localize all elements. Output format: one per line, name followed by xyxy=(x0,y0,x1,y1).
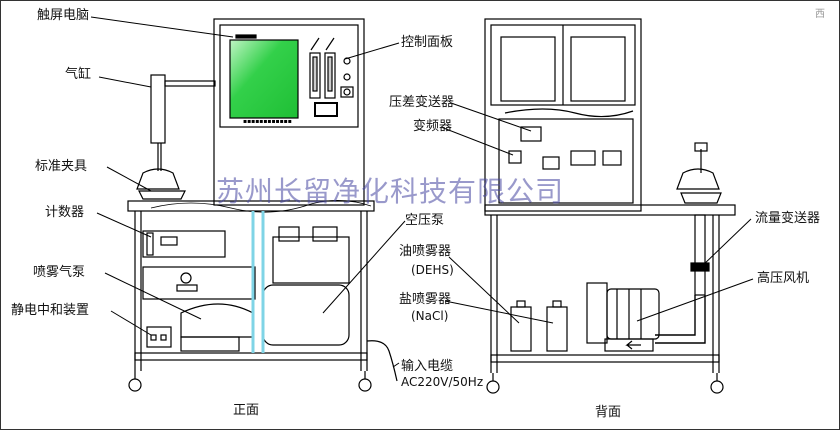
high-pressure-fan-shape xyxy=(586,282,660,352)
cylinder-body xyxy=(150,74,166,144)
label-power-spec: AC220V/50Hz xyxy=(401,375,484,389)
flow-pipe xyxy=(694,214,706,296)
label-standard-fixture: 标准夹具 xyxy=(35,159,88,174)
touchscreen-display xyxy=(229,39,299,119)
label-cylinder: 气缸 xyxy=(65,67,92,82)
label-oil-sprayer-sub: (DEHS) xyxy=(411,263,454,277)
label-power-cable: 输入电缆 xyxy=(401,359,454,374)
oil-sprayer-box xyxy=(510,306,532,352)
svg-text:▪▪▪▪▪▪▪▪▪▪▪▪: ▪▪▪▪▪▪▪▪▪▪▪▪ xyxy=(243,118,292,125)
label-salt-sprayer: 盐喷雾器 xyxy=(399,292,452,307)
label-air-compressor: 空压泵 xyxy=(405,213,445,228)
view-label-back: 背面 xyxy=(595,405,622,420)
control-panel-instruments xyxy=(309,37,354,117)
front-table-top xyxy=(127,200,375,212)
label-static-neutralizer: 静电中和装置 xyxy=(11,303,90,318)
company-watermark: 苏州长留净化科技有限公司 xyxy=(216,175,565,208)
label-diff-pressure-transmitter: 压差变送器 xyxy=(389,95,455,110)
label-oil-sprayer: 油喷雾器 xyxy=(399,244,452,259)
label-counter: 计数器 xyxy=(45,205,85,220)
view-label-front: 正面 xyxy=(233,403,260,418)
label-salt-sprayer-sub: (NaCl) xyxy=(411,309,449,323)
front-upper-cabinet xyxy=(213,18,365,206)
front-view: ▪▪▪▪▪▪▪▪▪▪▪▪ xyxy=(127,18,398,392)
label-inverter: 变频器 xyxy=(413,119,453,134)
spray-pump-shape xyxy=(180,303,254,338)
salt-sprayer-box xyxy=(546,306,568,352)
leader-lines xyxy=(90,16,754,368)
label-spray-pump: 喷雾气泵 xyxy=(33,265,86,280)
label-high-pressure-fan: 高压风机 xyxy=(757,271,810,286)
air-compressor-shape xyxy=(262,226,350,346)
standard-fixture-shape xyxy=(136,168,180,190)
label-flow-transmitter: 流量变送器 xyxy=(755,211,821,226)
power-cable-line xyxy=(366,340,398,382)
label-control-panel: 控制面板 xyxy=(401,35,454,50)
back-view xyxy=(484,18,736,394)
label-touchscreen: 触屏电脑 xyxy=(37,8,90,23)
counter-box xyxy=(142,230,226,258)
corner-mark: 西 xyxy=(815,9,825,20)
static-neutralizer-box xyxy=(146,326,172,348)
